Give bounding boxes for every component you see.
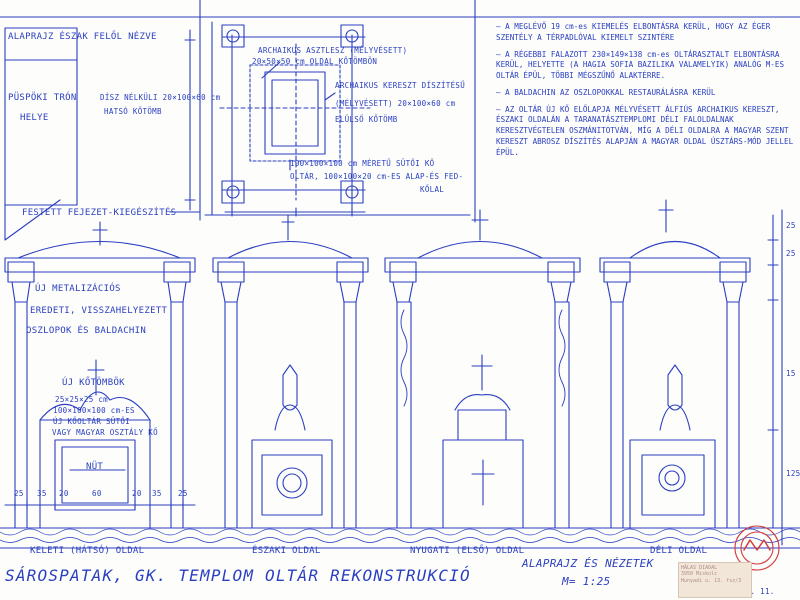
note-item: – A MEGLÉVŐ 19 cm-es KIEMELÉS ELBONTÁSRA… bbox=[496, 22, 771, 42]
dim-right: 15 bbox=[786, 369, 796, 378]
view-label-north: ÉSZAKI OLDAL bbox=[252, 546, 321, 556]
view-label-south: DÉLI OLDAL bbox=[650, 546, 708, 556]
drawing-scale: M= 1:25 bbox=[562, 575, 611, 588]
original-label: ÚJ METALIZÁCIÓS bbox=[35, 284, 121, 294]
original-label-2: EREDETI, VISSZAHELYEZETT bbox=[30, 306, 168, 316]
bishop-seat-label: PÜSPÖKI TRÓN bbox=[8, 93, 77, 103]
altar-label-3: 100×100×100 cm-ES bbox=[53, 406, 135, 415]
dim-label: 20 bbox=[132, 489, 142, 498]
width-label: NÜT bbox=[86, 462, 104, 472]
capital-label: ARCHAIKUS ASZTLESZ (MÉLYVÉSETT) bbox=[258, 46, 408, 55]
dim-right: 25 bbox=[786, 249, 796, 258]
base-label: 100×100×100 cm MÉRETŰ SÜTŐI KŐ bbox=[290, 159, 435, 168]
archaic-block-label-2: (MÉLYVÉSETT) 20×100×60 cm bbox=[335, 99, 456, 108]
floor-band bbox=[0, 527, 800, 549]
altar-label-5: VAGY MAGYAR OSZTÁLY KŐ bbox=[52, 428, 158, 437]
plain-block-label: DÍSZ NÉLKÜLI 20×100×60 cm bbox=[100, 93, 221, 102]
drawing-subtitle: ALAPRAJZ ÉS NÉZETEK bbox=[522, 557, 654, 570]
altar-label: ÚJ KŐTÖMBÖK bbox=[62, 378, 125, 388]
base-label-3: KŐLAL bbox=[420, 185, 445, 194]
bishop-seat-label-2: HELYE bbox=[20, 113, 49, 123]
capital-label-2: 20×50×50 cm OLDAL KŐTÖMBÖN bbox=[252, 57, 378, 66]
painted-capitals-label: FESTETT FEJEZET-KIEGÉSZÍTÉS bbox=[22, 208, 177, 218]
archaic-block-label: ARCHAIKUS KERESZT DÍSZÍTÉSŰ bbox=[335, 81, 466, 90]
dim-right: 25 bbox=[786, 221, 796, 230]
drawing-title: SÁROSPATAK, GK. TEMPLOM OLTÁR REKONSTRUK… bbox=[5, 566, 471, 585]
dim-right: 125 bbox=[786, 469, 800, 478]
stamp-line: Hunyadi u. 13. fsz/3 bbox=[681, 577, 742, 584]
dim-label: 35 bbox=[37, 489, 47, 498]
view-label-east: KELETI (HÁTSÓ) OLDAL bbox=[30, 546, 145, 556]
plan-title: ALAPRAJZ ÉSZAK FELŐL NÉZVE bbox=[8, 32, 157, 42]
dim-label: 60 bbox=[92, 489, 102, 498]
elevation-north bbox=[212, 214, 369, 529]
plan-view bbox=[0, 0, 800, 241]
note-item: – AZ OLTÁR ÚJ KŐ ELŐLAPJA MÉLYVÉSETT ÁLF… bbox=[496, 104, 794, 157]
view-label-west: NYUGATI (ELSŐ) OLDAL bbox=[410, 546, 525, 556]
right-dimensions bbox=[767, 209, 783, 546]
elevation-south bbox=[599, 199, 751, 529]
altar-label-4: ÚJ KŐOLTÁR SÜTŐI bbox=[53, 417, 131, 426]
plain-block-label-2: HATSÓ KŐTÖMB bbox=[104, 107, 162, 116]
office-stamp: HÁLAS DIADAL 3950 Miskolc Hunyadi u. 13.… bbox=[678, 562, 752, 598]
note-item: – A RÉGEBBI FALAZOTT 230×149×138 cm-es O… bbox=[496, 49, 785, 81]
dim-label: 25 bbox=[14, 489, 24, 498]
dim-label: 35 bbox=[152, 489, 162, 498]
altar-label-2: 25×25×25 cm bbox=[55, 395, 108, 404]
dim-label: 20 bbox=[59, 489, 69, 498]
elevation-west bbox=[384, 209, 581, 529]
base-label-2: OLTÁR, 100×100×20 cm-ES ALAP-ÉS FED- bbox=[290, 172, 464, 181]
archaic-block-label-3: ELÜLSŐ KŐTÖMB bbox=[335, 115, 398, 124]
stamp-line: HÁLAS DIADAL bbox=[681, 565, 718, 571]
note-item: – A BALDACHIN AZ OSZLOPOKKAL RESTAURÁLÁS… bbox=[496, 87, 716, 97]
stamp-line: 3950 Miskolc bbox=[681, 571, 718, 578]
studio-stamp-seal bbox=[734, 525, 780, 571]
original-label-3: OSZLOPOK ÉS BALDACHIN bbox=[26, 326, 147, 336]
elevation-east bbox=[4, 221, 196, 529]
notes-block: – A MEGLÉVŐ 19 cm-es KIEMELÉS ELBONTÁSRA… bbox=[496, 22, 796, 165]
dim-label: 25 bbox=[178, 489, 188, 498]
